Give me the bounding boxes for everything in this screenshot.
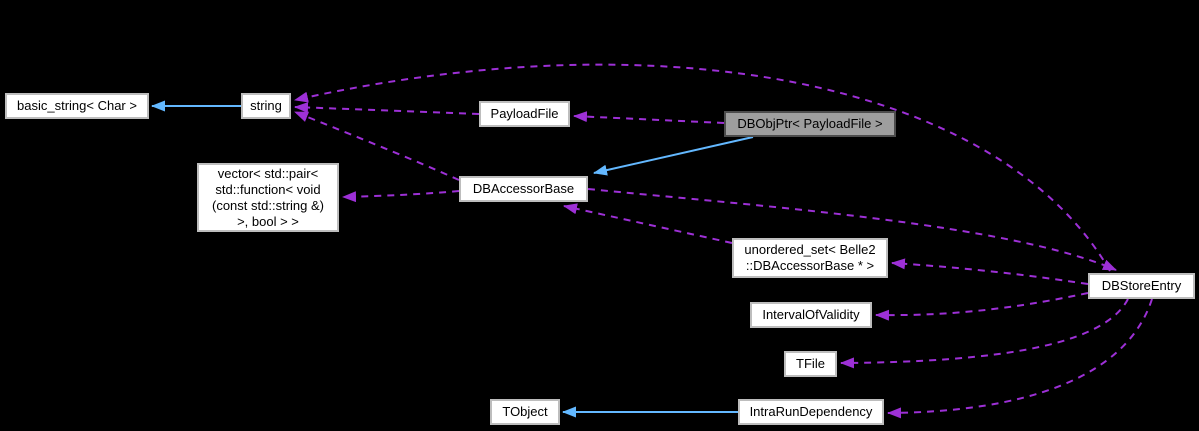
class-node-vector-callbacks[interactable]: vector< std::pair< std::function< void (…: [197, 163, 339, 232]
edge-db-store-entry-to-tfile: [840, 298, 1129, 369]
edge-db-store-entry-to-interval-of-validity: [875, 292, 1089, 321]
edge-db-accessor-base-to-string: [294, 111, 460, 181]
edge-dbobjptr-payloadfile-to-db-accessor-base: [593, 136, 754, 176]
edge-db-store-entry-to-unordered-set: [891, 258, 1089, 285]
class-node-payload-file[interactable]: PayloadFile: [479, 101, 570, 127]
class-node-intra-run-dependency[interactable]: IntraRunDependency: [738, 399, 884, 425]
class-node-interval-of-validity[interactable]: IntervalOfValidity: [750, 302, 872, 328]
class-node-string[interactable]: string: [241, 93, 291, 119]
edge-dbobjptr-payloadfile-to-payload-file: [573, 111, 725, 124]
edge-db-accessor-base-to-vector-callbacks: [342, 190, 460, 203]
class-node-db-accessor-base[interactable]: DBAccessorBase: [459, 176, 588, 202]
class-node-tobject[interactable]: TObject: [490, 399, 560, 425]
class-node-tfile[interactable]: TFile: [784, 351, 837, 377]
edge-db-store-entry-to-string: [294, 63, 1111, 272]
class-node-basic-string[interactable]: basic_string< Char >: [5, 93, 149, 119]
class-node-unordered-set[interactable]: unordered_set< Belle2 ::DBAccessorBase *…: [732, 238, 888, 278]
edge-db-store-entry-to-intra-run-dependency: [887, 298, 1153, 419]
edge-db-accessor-base-to-db-store-entry: [587, 188, 1117, 271]
edge-payload-file-to-string: [294, 101, 480, 115]
class-node-db-store-entry[interactable]: DBStoreEntry: [1088, 273, 1195, 299]
edge-unordered-set-to-db-accessor-base: [563, 203, 733, 244]
class-node-dbobjptr-payloadfile[interactable]: DBObjPtr< PayloadFile >: [724, 111, 896, 137]
